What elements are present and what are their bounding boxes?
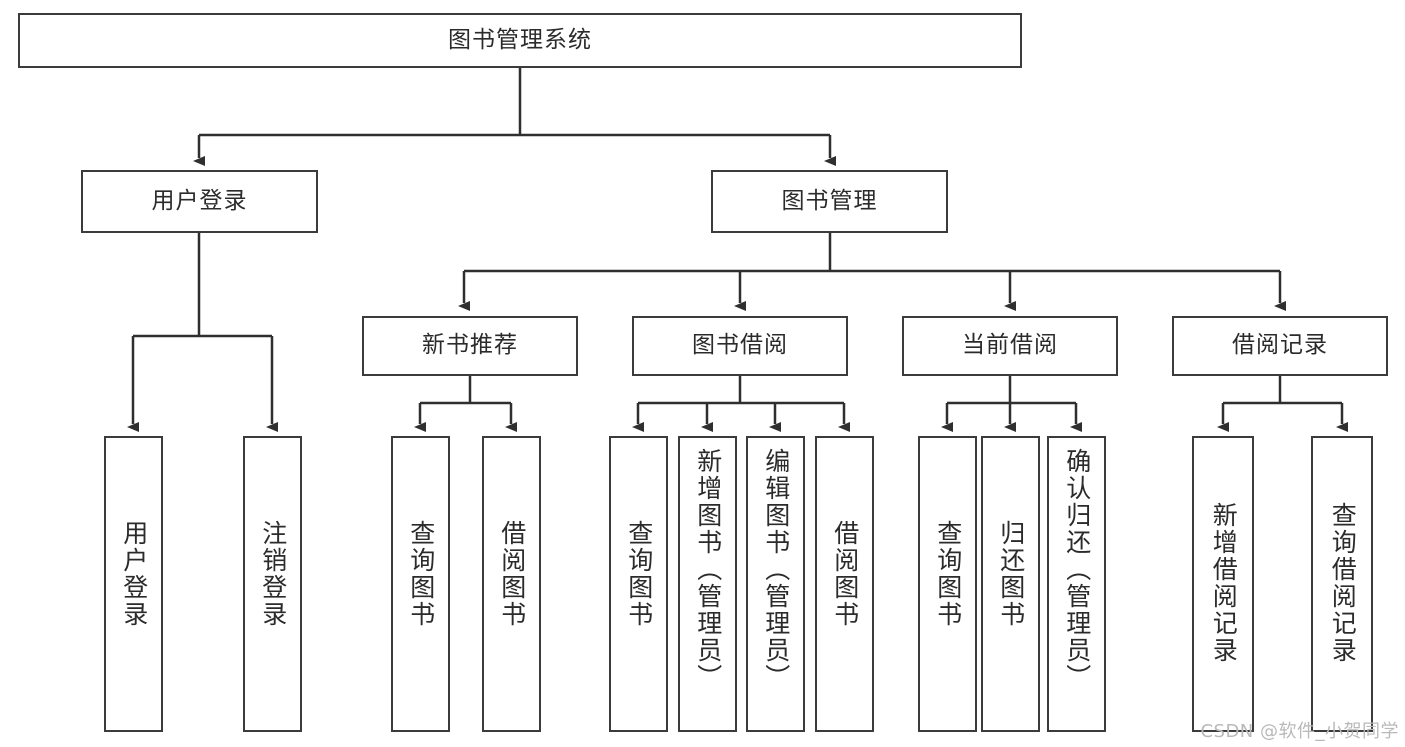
node-label: 当前借阅 [962,332,1058,359]
node-leaf-return-book[interactable]: 归还图书 [981,436,1040,732]
node-label: 图书管理 [781,187,878,214]
node-leaf-edit-book-admin[interactable]: 编辑图书（管理员） [746,436,805,732]
node-book-management[interactable]: 图书管理 [711,170,948,233]
node-leaf-query-book-recommend[interactable]: 查询图书 [391,436,450,732]
node-leaf-add-book-admin[interactable]: 新增图书（管理员） [678,436,737,732]
node-current-borrow[interactable]: 当前借阅 [902,316,1118,376]
node-leaf-query-book-borrow[interactable]: 查询图书 [609,436,668,732]
node-borrow-record[interactable]: 借阅记录 [1172,316,1388,376]
node-leaf-user-login[interactable]: 用户登录 [104,436,163,732]
node-label: 图书管理系统 [448,26,592,53]
node-label: 借阅图书 [497,520,527,628]
node-user-login[interactable]: 用户登录 [81,170,318,233]
node-label: 借阅记录 [1232,332,1328,359]
node-leaf-confirm-return-admin[interactable]: 确认归还（管理员） [1047,436,1106,732]
csdn-watermark: CSDN @软件_小贺同学 [1200,721,1399,742]
node-leaf-borrow-book[interactable]: 借阅图书 [815,436,874,732]
node-label: 查询图书 [624,520,654,628]
node-label: 新书推荐 [422,332,518,359]
node-label: 新增借阅记录 [1209,502,1239,664]
node-book-borrow[interactable]: 图书借阅 [632,316,848,376]
node-label: 查询借阅记录 [1328,502,1358,664]
node-label: 注销登录 [258,520,288,628]
node-label: 编辑图书（管理员） [761,448,791,691]
node-label: 查询图书 [406,520,436,628]
node-leaf-query-borrow-record[interactable]: 查询借阅记录 [1311,436,1373,732]
node-label: 归还图书 [996,520,1026,628]
node-leaf-borrow-book-recommend[interactable]: 借阅图书 [482,436,541,732]
node-label: 查询图书 [933,520,963,628]
node-leaf-add-borrow-record[interactable]: 新增借阅记录 [1192,436,1254,732]
node-leaf-logout[interactable]: 注销登录 [243,436,302,732]
node-label: 用户登录 [151,187,248,214]
node-label: 新增图书（管理员） [693,448,723,691]
node-root-book-management-system[interactable]: 图书管理系统 [18,13,1022,68]
node-label: 确认归还（管理员） [1062,448,1092,691]
node-leaf-query-book-current[interactable]: 查询图书 [918,436,977,732]
node-new-book-recommend[interactable]: 新书推荐 [362,316,578,376]
node-label: 借阅图书 [830,520,860,628]
node-label: 图书借阅 [692,332,788,359]
node-label: 用户登录 [119,520,149,628]
